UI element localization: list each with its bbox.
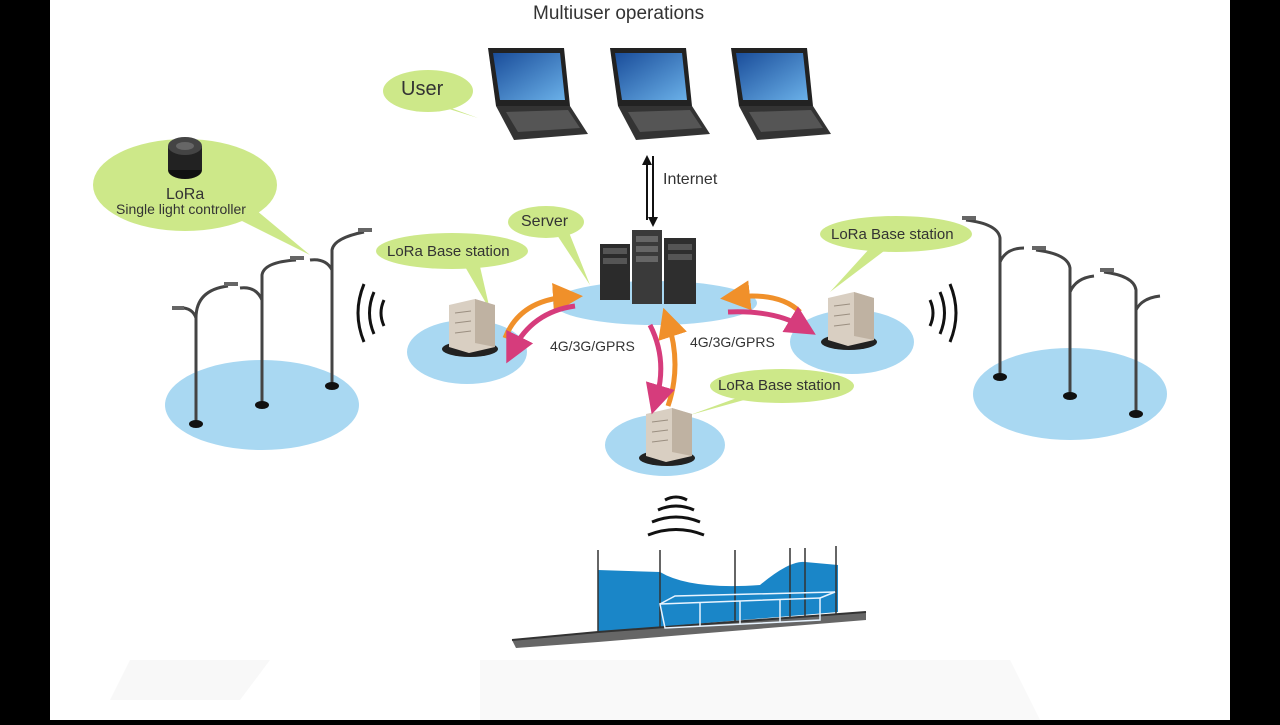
base-station-icon [442, 299, 498, 357]
lamp-base [325, 382, 339, 390]
laptop-icon [488, 48, 588, 140]
wireless-signal-icon [356, 283, 386, 343]
server-icon [600, 230, 696, 304]
floor-reflection [110, 660, 1040, 720]
street-lamp-icon [1103, 270, 1161, 414]
lamp-head [224, 282, 238, 286]
server-label: Server [521, 213, 569, 230]
street-lamp-icon [1035, 248, 1095, 396]
network-right-label: 4G/3G/GPRS [690, 334, 775, 350]
lamp-base [1063, 392, 1077, 400]
bs-bottom-bubble [690, 369, 854, 415]
server-bubble [508, 206, 590, 285]
laptop-icon [731, 48, 831, 140]
lamp-head [1100, 268, 1114, 272]
wireless-signal-icon [647, 495, 705, 537]
lamp-base [189, 420, 203, 428]
lora-label: LoRa [166, 186, 205, 203]
laptop-icon [610, 48, 710, 140]
lamp-base [993, 373, 1007, 381]
lamp-base [255, 401, 269, 409]
lamp-head [358, 228, 372, 232]
lamp-base [1129, 410, 1143, 418]
street-lamp-icon [965, 218, 1025, 377]
base-station-bottom-label: LoRa Base station [718, 377, 841, 394]
lamp-head [1032, 246, 1046, 250]
street-lamp-icon [239, 258, 297, 405]
bs-left-bubble [376, 233, 528, 310]
base-station-right-label: LoRa Base station [831, 226, 954, 243]
cellular-link-arrows [502, 280, 816, 415]
internet-label: Internet [663, 171, 718, 188]
street-lamp-icon [309, 230, 365, 386]
base-station-icon [639, 408, 695, 466]
user-label: User [401, 78, 444, 100]
user-bubble [383, 70, 478, 118]
base-station-icon [821, 292, 877, 350]
lora-bubble [93, 139, 310, 255]
network-left-label: 4G/3G/GPRS [550, 338, 635, 354]
diagram-title: Multiuser operations [533, 3, 705, 24]
bs-right-bubble [820, 216, 972, 292]
lamp-head [172, 306, 184, 310]
wireless-signal-icon [928, 283, 958, 343]
water-level-scene [511, 546, 867, 648]
internet-link-arrow [642, 155, 658, 227]
controller-label: Single light controller [116, 201, 246, 217]
lamp-head [290, 256, 304, 260]
lamp-head [962, 216, 976, 220]
base-station-left-label: LoRa Base station [387, 243, 510, 260]
lora-controller-icon [168, 137, 202, 179]
letterbox-right [1230, 0, 1280, 720]
letterbox-left [0, 0, 50, 720]
